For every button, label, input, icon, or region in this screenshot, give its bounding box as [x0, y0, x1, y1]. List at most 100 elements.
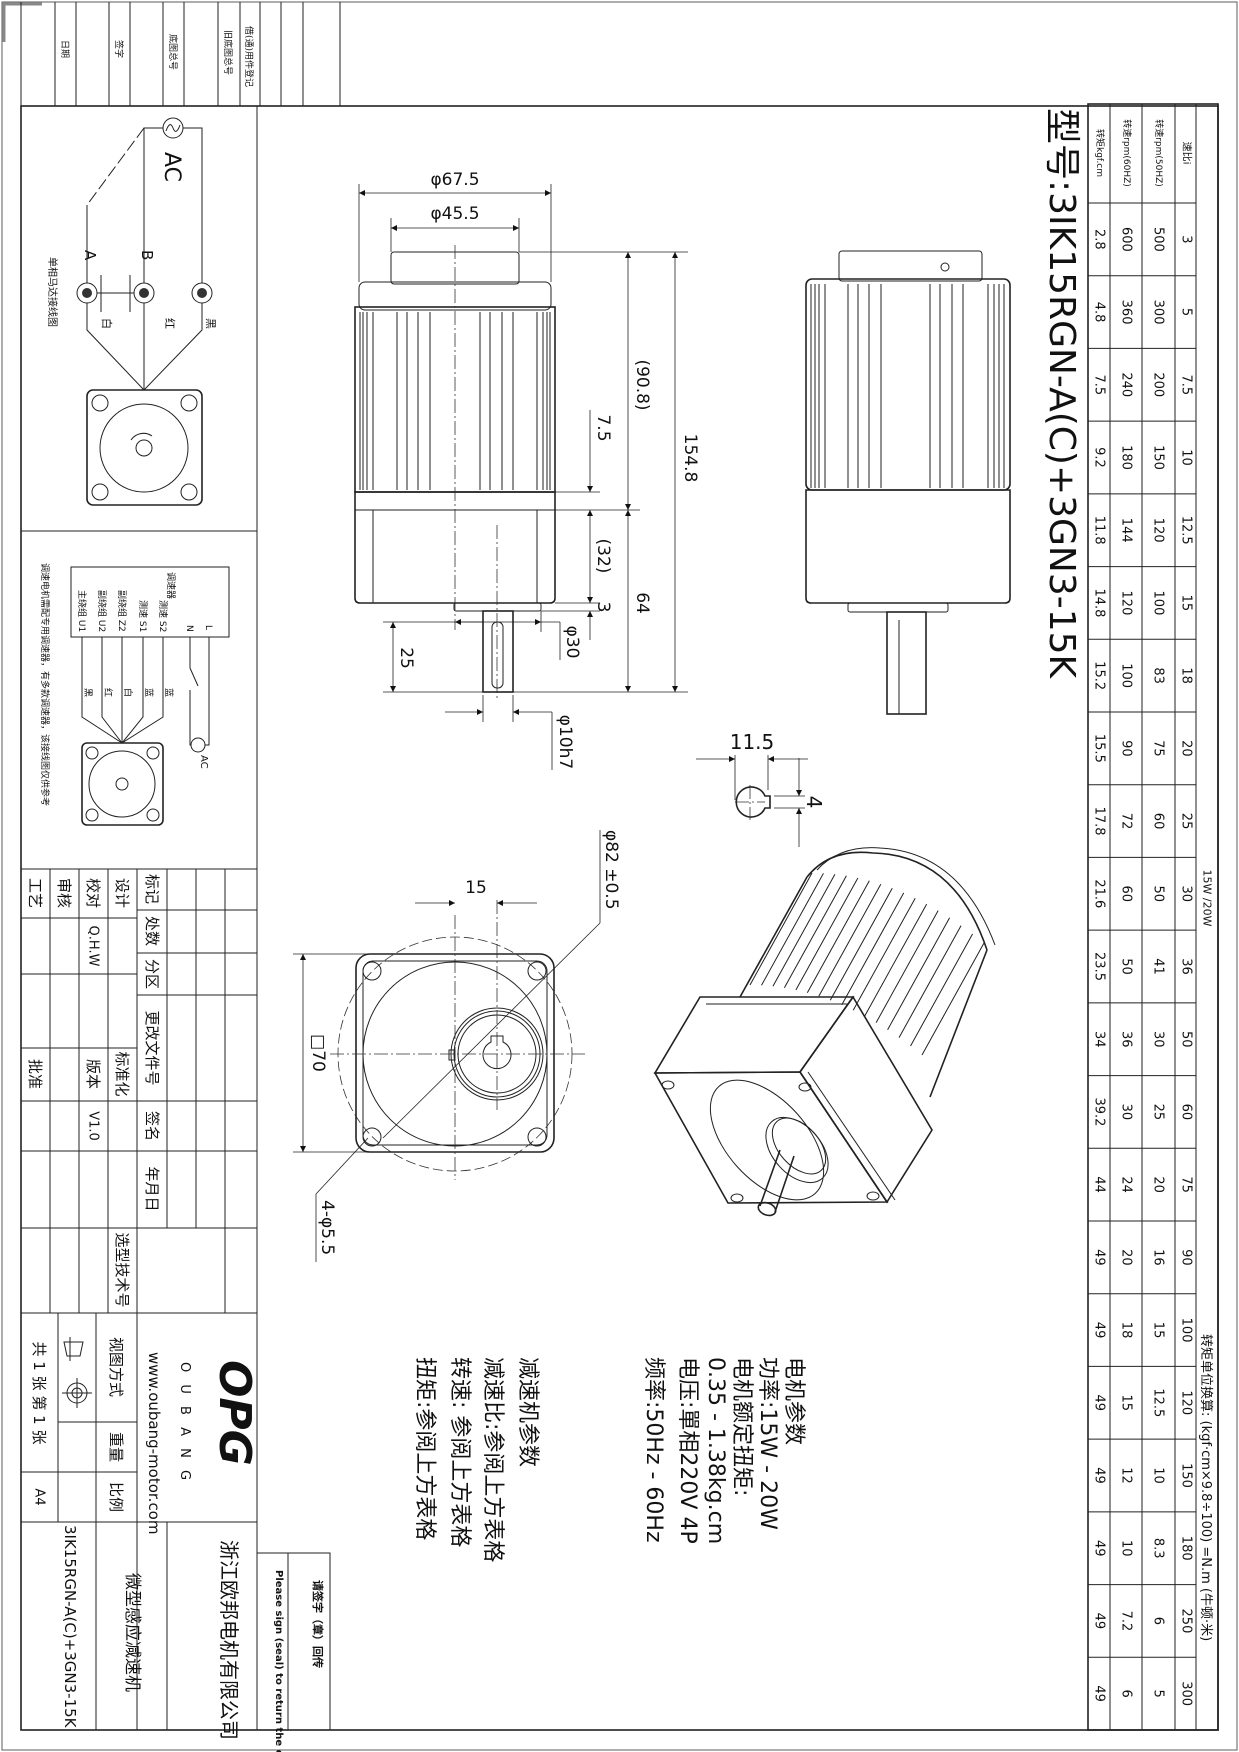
table-cell-rpm-60hz: 18 [1119, 1322, 1134, 1339]
table-cell-rpm-50hz: 200 [1151, 372, 1166, 397]
dim-15: 15 [465, 878, 487, 898]
motor-rated-torque-value: 0.35 - 1.38kg.cm [703, 1357, 728, 1544]
tb-mark: 标记 [143, 874, 161, 904]
dim-25: 25 [396, 647, 416, 669]
tb-version: V1.0 [86, 1111, 101, 1141]
table-cell-ratio: 60 [1179, 1104, 1194, 1121]
table-cell-rpm-60hz: 60 [1119, 886, 1134, 903]
table-cell-rpm-50hz: 83 [1151, 667, 1166, 684]
table-cell-rpm-60hz: 600 [1119, 227, 1134, 252]
tb-model: 3IK15RGN-A(C)+3GN3-15K [61, 1525, 79, 1729]
table-cell-rpm-60hz: 12 [1119, 1467, 1134, 1484]
ratio-table: 35006002.853003604.87.52002407.510150180… [1087, 103, 1219, 1731]
iso-cooling-fin [806, 880, 870, 994]
gearhead-ratio: 减速比:参阅上方表格 [480, 1357, 505, 1562]
table-cell-rpm-50hz: 25 [1151, 1104, 1166, 1121]
model-title: 型号:3IK15RGN-A(C)+3GN3-15K [1041, 108, 1082, 680]
wire-color-s2: 蓝 [163, 688, 175, 697]
table-cell-torque-kgfcm: 21.6 [1092, 879, 1107, 908]
table-cell-ratio: 180 [1179, 1536, 1194, 1561]
table-cell-torque-kgfcm: 49 [1092, 1685, 1107, 1702]
wiring2-ac-label: AC [198, 755, 209, 769]
table-power-label: 15W /20W [1201, 870, 1214, 927]
table-cell-rpm-50hz: 500 [1151, 227, 1166, 252]
table-cell-rpm-50hz: 150 [1151, 445, 1166, 470]
table-cell-ratio: 90 [1179, 1249, 1194, 1266]
table-cell-rpm-60hz: 30 [1119, 1104, 1134, 1121]
table-cell-torque-kgfcm: 14.8 [1092, 588, 1107, 617]
iso-cooling-fin [910, 933, 973, 1047]
logo-subtext: O U B A N G [177, 1362, 192, 1484]
table-cell-rpm-60hz: 24 [1119, 1176, 1134, 1193]
gearhead-params-heading: 减速机参数 [515, 1357, 540, 1467]
tb-change-doc: 更改文件号 [143, 1010, 161, 1085]
table-cell-rpm-60hz: 240 [1119, 372, 1134, 397]
motor-frequency: 频率:50Hz - 60Hz [641, 1357, 666, 1543]
title-block: 标记 处数 分区 更改文件号 签名 年月日 设计 标准化 校对 Q.H.W 版本… [21, 868, 331, 1752]
table-cell-torque-kgfcm: 4.8 [1092, 302, 1107, 323]
wiring2-note: 调速电机需配专用调速器，有多款调速器，该接线图仅供参考 [39, 563, 51, 806]
iso-cooling-fin [921, 942, 985, 1056]
motor-power: 功率:15W - 20W [755, 1357, 780, 1530]
wiring1-ac-label: AC [159, 152, 184, 182]
tb-sign-return-cn: 请签字（章）回传 [311, 1580, 325, 1668]
dim-11-5: 11.5 [730, 730, 775, 754]
wire-color-s1: 蓝 [143, 688, 155, 697]
tb-checker: Q.H.W [86, 926, 101, 967]
table-cell-rpm-60hz: 10 [1119, 1540, 1134, 1557]
table-cell-rpm-50hz: 15 [1151, 1322, 1166, 1339]
gearhead-torque: 扭矩:参阅上方表格 [412, 1357, 437, 1540]
terminal-s2: 测速 S2 [157, 600, 168, 632]
table-cell-rpm-50hz: 10 [1151, 1467, 1166, 1484]
dim-154-8: 154.8 [680, 434, 700, 483]
table-cell-torque-kgfcm: 23.5 [1092, 952, 1107, 981]
table-cell-rpm-60hz: 36 [1119, 1031, 1134, 1048]
border-labels: 日期 签字 底图总号 旧底图总号 借(通)用件登记 [59, 26, 255, 87]
dim-32: (32) [593, 539, 613, 574]
iso-cooling-fin [749, 872, 813, 986]
tb-view-method: 视图方式 [107, 1337, 125, 1397]
single-phase-wiring-diagram: AC A B 黑 红 白 单相马达接线图 [46, 117, 217, 506]
tb-scale: 比例 [107, 1482, 125, 1512]
table-cell-ratio: 25 [1179, 813, 1194, 830]
speed-control-wiring-diagram: 调速器 主绕组 U1 副绕组 U2 副绕组 Z2 测速 S1 测速 S2 N L… [39, 563, 230, 826]
table-cell-rpm-60hz: 100 [1119, 663, 1134, 688]
table-cell-rpm-50hz: 12.5 [1151, 1388, 1166, 1417]
table-conversion-note: 转矩单位换算: (kgf·cm×9.8÷100) =N.m (牛顿·米) [1198, 1334, 1213, 1641]
iso-cooling-fin [864, 903, 928, 1017]
dim-64: 64 [632, 592, 652, 614]
table-cell-rpm-50hz: 30 [1151, 1031, 1166, 1048]
table-cell-torque-kgfcm: 49 [1092, 1613, 1107, 1630]
table-cell-rpm-50hz: 16 [1151, 1249, 1166, 1266]
terminal-l: L [203, 625, 213, 630]
table-cell-ratio: 250 [1179, 1609, 1194, 1634]
table-cell-torque-kgfcm: 15.5 [1092, 734, 1107, 763]
table-header-ratio: 速比i [1181, 142, 1193, 165]
table-cell-ratio: 50 [1179, 1031, 1194, 1048]
tb-product: 微型感应减速机 [122, 1573, 142, 1692]
terminal-u1: 主绕组 U1 [76, 590, 88, 632]
table-cell-ratio: 120 [1179, 1390, 1194, 1415]
wiring1-caption: 单相马达接线图 [46, 257, 59, 327]
border-label-sign: 签字 [113, 40, 125, 58]
iso-cooling-fin [772, 874, 836, 987]
iso-cooling-fin [818, 883, 882, 997]
table-cell-rpm-60hz: 7.2 [1119, 1611, 1134, 1632]
controller-label: 调速器 [165, 572, 176, 599]
wiring1-terminal-a: A [81, 250, 99, 261]
table-cell-rpm-50hz: 41 [1151, 958, 1166, 975]
motor-params-heading: 电机参数 [781, 1357, 806, 1445]
table-cell-rpm-50hz: 20 [1151, 1176, 1166, 1193]
motor-rated-torque-label: 电机额定扭矩: [729, 1357, 754, 1496]
wiring1-terminal-b: B [138, 250, 156, 260]
motor-front-view [354, 245, 556, 700]
table-cell-rpm-60hz: 72 [1119, 813, 1134, 830]
table-cell-rpm-60hz: 50 [1119, 958, 1134, 975]
motor-voltage: 电压:單相220V 4P [675, 1357, 700, 1544]
table-cell-ratio: 20 [1179, 740, 1194, 757]
logo-mark: OPG [209, 1360, 260, 1466]
tb-signature: 签名 [143, 1111, 161, 1141]
border-label-old-base-no: 旧底图总号 [222, 30, 234, 75]
table-cell-rpm-60hz: 20 [1119, 1249, 1134, 1266]
table-cell-torque-kgfcm: 15.2 [1092, 661, 1107, 690]
